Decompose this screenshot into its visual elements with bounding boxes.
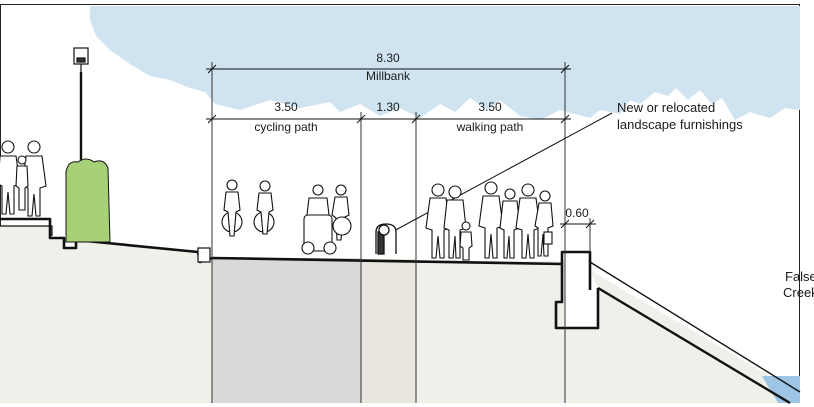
water-label-line2: Creek [783, 285, 814, 300]
curb-block [197, 247, 211, 263]
landscape-furnishing [375, 223, 397, 255]
retaining-wall-top [0, 225, 53, 236]
cycling-path-label: cycling path [254, 120, 317, 134]
total-width-value: 8.30 [376, 51, 400, 65]
buffer-zone [361, 259, 416, 403]
callout-line1: New or relocated [617, 100, 715, 115]
buffer-width-value: 1.30 [376, 100, 400, 114]
walking-path-label: walking path [456, 120, 524, 134]
cyclists [221, 179, 352, 255]
people-left [0, 140, 47, 217]
dimension-lines [206, 64, 596, 229]
cycling-zone [212, 258, 361, 403]
edge-width-value: 0.60 [565, 206, 589, 220]
total-width-label: Millbank [366, 69, 411, 83]
pedestrians [425, 181, 554, 261]
seawall-outline [0, 217, 600, 330]
slope-line [589, 261, 801, 393]
hedge [65, 158, 111, 243]
water [762, 376, 800, 403]
water-label-line1: False [785, 269, 814, 284]
walking-zone [416, 261, 565, 403]
callout-line2: landscape furnishings [617, 117, 743, 132]
walking-width-value: 3.50 [478, 100, 502, 114]
sky-skyline [90, 6, 800, 120]
slope-line-lower [597, 286, 791, 405]
cycling-width-value: 3.50 [274, 100, 298, 114]
